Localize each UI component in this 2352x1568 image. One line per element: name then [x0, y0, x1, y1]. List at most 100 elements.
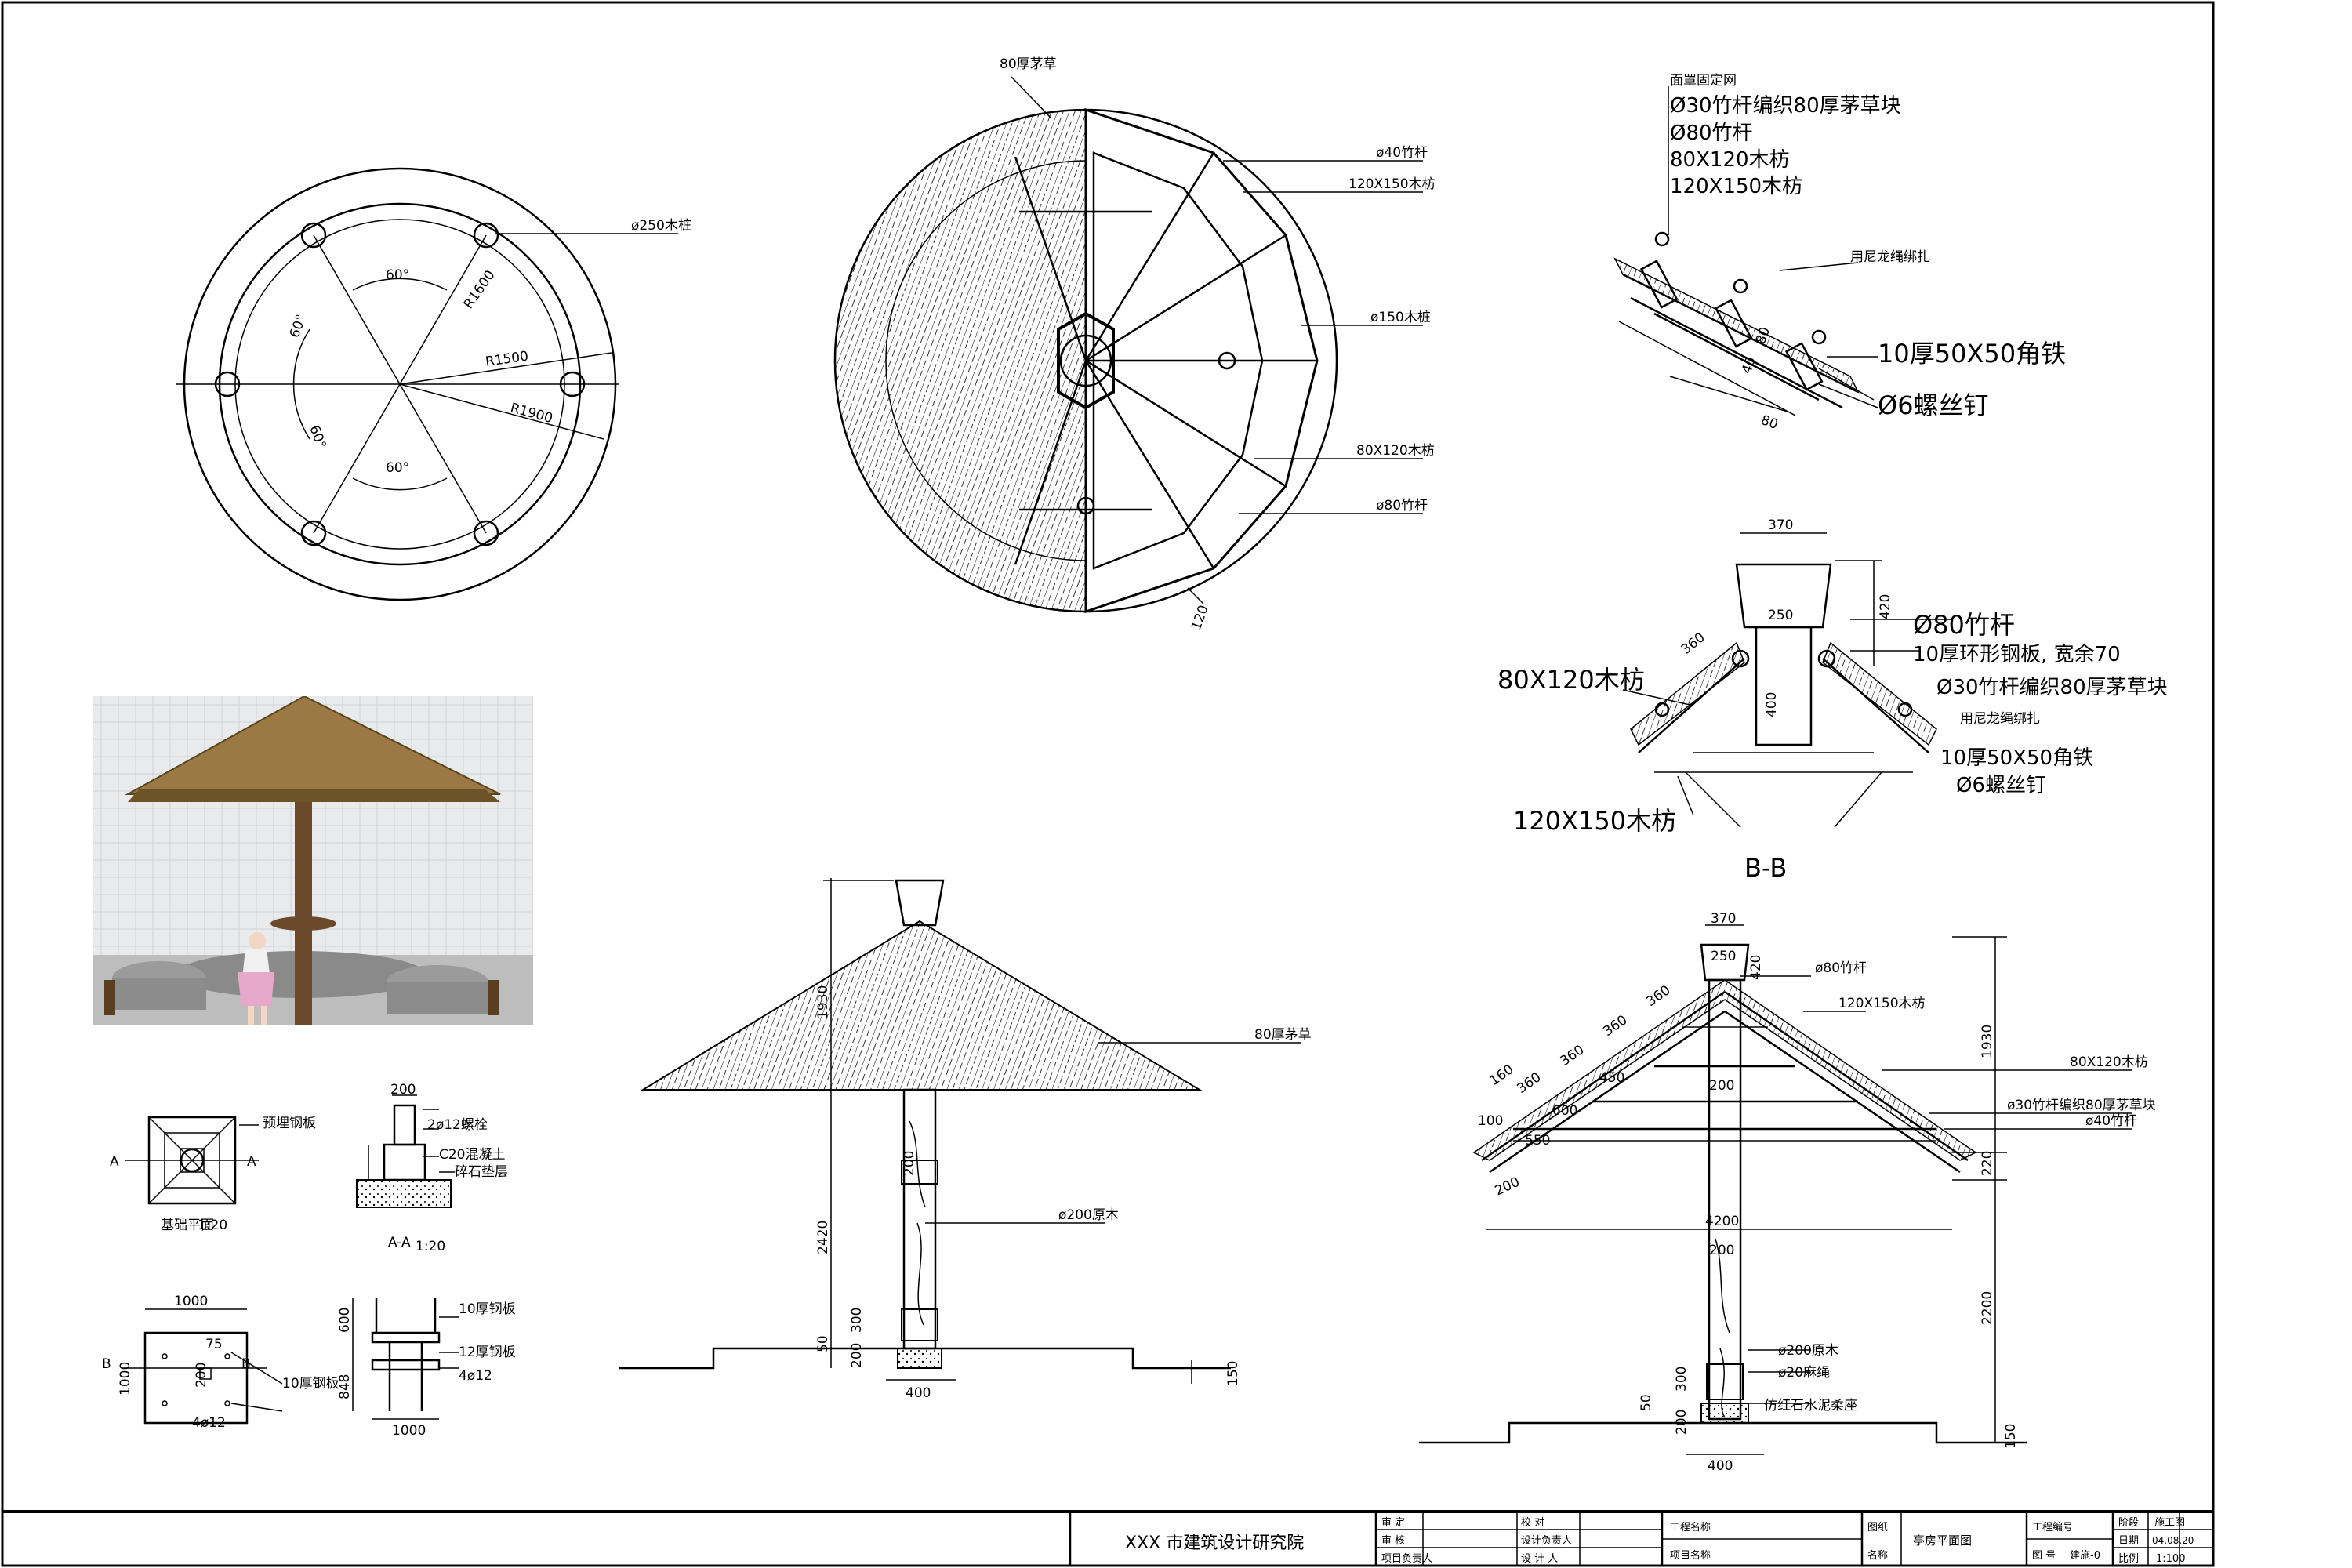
fdn-b-right: B: [241, 1356, 251, 1372]
roof-label-1: ø40竹杆: [1376, 145, 1428, 161]
fdn-dim-75: 75: [205, 1337, 223, 1352]
sec-dim-370: 370: [1711, 911, 1736, 927]
fdn-a-right: A: [247, 1154, 256, 1170]
elev-dim-50: 50: [815, 1335, 831, 1352]
fdn-a-left: A: [110, 1154, 119, 1170]
detail-label-6: 用尼龙绳绑扎: [1850, 249, 1930, 265]
bb-label-5: 10厚50X50角铁: [1940, 746, 2093, 770]
sec-label-1: ø80竹杆: [1815, 960, 1867, 976]
detail-label-7: 10厚50X50角铁: [1878, 339, 2066, 368]
section-view: [1419, 924, 2132, 1455]
tb-c2r3: 设 计 人: [1521, 1553, 1558, 1565]
roof-dim-120: 120: [1189, 603, 1212, 632]
sec-dim-360d: 360: [1643, 982, 1673, 1010]
angle-label-top: 60°: [386, 267, 409, 283]
fdn-dim-1000b: 1000: [118, 1362, 133, 1396]
radius-1600-label: R1600: [461, 267, 499, 312]
radius-1900-label: R1900: [509, 401, 554, 427]
section-bb: [1622, 532, 1952, 828]
bb-dim-370: 370: [1768, 517, 1793, 533]
tb-c2r1: 校 对: [1521, 1516, 1544, 1529]
elev-post-label: ø200原木: [1058, 1207, 1119, 1223]
fdn-label-steel: 10厚钢板: [459, 1301, 516, 1317]
fdn-plan-label: 基础平面: [161, 1218, 214, 1233]
sec-label-5: ø40竹杆: [2085, 1113, 2137, 1129]
tb-c3r2: 项目名称: [1670, 1549, 1711, 1562]
sec-dim-420: 420: [1748, 955, 1764, 980]
fdn-dim-1000c: 1000: [392, 1423, 426, 1439]
tb-c6r2: 图 号: [2032, 1550, 2056, 1562]
fdn-dim-1000a: 1000: [174, 1294, 208, 1309]
bb-label-left2: 120X150木枋: [1513, 806, 1676, 836]
sec-dim-100: 100: [1478, 1113, 1503, 1129]
tb-c1r3: 项目负责人: [1381, 1553, 1432, 1565]
fdn-section-label: A-A: [388, 1235, 411, 1250]
sec-dim-50: 50: [1639, 1394, 1654, 1411]
bb-dim-360: 360: [1679, 630, 1708, 658]
sec-label-2: 120X150木枋: [1838, 996, 1926, 1011]
detail-label-5: 120X150木枋: [1670, 175, 1802, 198]
bb-dim-250: 250: [1768, 608, 1793, 623]
elev-thatch-label: 80厚茅草: [1254, 1027, 1312, 1043]
sec-dim-220: 220: [1980, 1151, 1995, 1176]
roof-label-2: 120X150木枋: [1348, 176, 1436, 192]
sec-dim-4200: 4200: [1705, 1214, 1739, 1229]
fdn-label-gravel: 碎石垫层: [455, 1164, 508, 1180]
sec-label-7: ø20麻绳: [1778, 1365, 1830, 1381]
sec-label-8: 仿红石水泥柔座: [1764, 1398, 1857, 1414]
radius-1500-label: R1500: [485, 348, 529, 369]
sec-dim-450: 450: [1599, 1070, 1624, 1086]
sec-dim-600: 600: [1552, 1103, 1577, 1119]
tb-c4r2: 名称: [1867, 1549, 1888, 1562]
sec-dim-150: 150: [2003, 1424, 2019, 1449]
sec-dim-200d: 200: [1674, 1410, 1690, 1435]
fdn-dim-200: 200: [390, 1082, 416, 1098]
tb-c8r1: 施工图: [2154, 1517, 2185, 1529]
tb-drawing-name: 亭房平面图: [1913, 1534, 1972, 1548]
tb-c8r2: 04.08.20: [2152, 1535, 2194, 1546]
fdn-section-scale: 1:20: [416, 1239, 445, 1254]
roof-thatch-label: 80厚茅草: [1000, 56, 1057, 72]
bb-dim-400: 400: [1764, 692, 1780, 717]
sec-dim-200b: 200: [1493, 1174, 1523, 1200]
bb-label-3: Ø30竹杆编织80厚茅草块: [1936, 676, 2168, 699]
bb-label-1: Ø80竹杆: [1913, 610, 2015, 640]
elev-dim-300: 300: [849, 1308, 865, 1333]
tb-c7r1: 阶段: [2118, 1517, 2139, 1529]
sec-label-4: ø30竹杆编织80厚茅草块: [2007, 1098, 2156, 1113]
tb-c2r2: 设计负责人: [1521, 1535, 1572, 1547]
fdn-dim-200b: 200: [194, 1363, 209, 1388]
bb-label-left1: 80X120木枋: [1497, 665, 1645, 695]
roof-plan: [833, 76, 1423, 614]
elev-dim-200: 200: [902, 1151, 917, 1176]
fdn-plan-scale: 1:20: [198, 1218, 227, 1233]
foundation-details: [122, 1094, 459, 1425]
sec-label-6: ø200原木: [1778, 1343, 1838, 1359]
detail-label-3: Ø80竹杆: [1670, 122, 1753, 145]
detail-label-1: 面罩固定网: [1670, 73, 1737, 89]
sec-dim-360b: 360: [1557, 1042, 1587, 1069]
elev-dim-2420: 2420: [815, 1221, 831, 1254]
bb-label-6: Ø6螺丝钉: [1956, 774, 2046, 797]
tb-c1r2: 审 核: [1381, 1535, 1405, 1547]
sheet-border: [1, 1, 2215, 1567]
foundation-circle-plan: [176, 167, 678, 601]
bb-title: B-B: [1744, 853, 1787, 883]
sec-label-3: 80X120木枋: [2070, 1054, 2148, 1070]
tb-c6r1: 工程编号: [2032, 1522, 2073, 1534]
bb-label-4: 用尼龙绳绑扎: [1960, 711, 2040, 727]
tb-c3r1: 工程名称: [1670, 1521, 1711, 1534]
sec-dim-360a: 360: [1514, 1069, 1544, 1097]
bb-label-2: 10厚环形钢板, 宽余70: [1913, 643, 2121, 666]
eave-detail: [1613, 86, 1878, 416]
sec-dim-1930: 1930: [1980, 1025, 1995, 1058]
sec-dim-160: 160: [1486, 1062, 1516, 1089]
angle-label-left2: 60°: [306, 423, 328, 451]
tb-c6r2v: 建施-0: [2070, 1550, 2100, 1562]
sec-dim-2200: 2200: [1980, 1291, 1995, 1325]
sec-dim-300: 300: [1674, 1367, 1690, 1392]
detail-label-8: Ø6螺丝钉: [1878, 390, 1989, 420]
tb-c4r1: 图纸: [1867, 1522, 1888, 1534]
angle-label-bottom: 60°: [386, 460, 409, 476]
detail-dim-80b: 80: [1759, 412, 1780, 433]
